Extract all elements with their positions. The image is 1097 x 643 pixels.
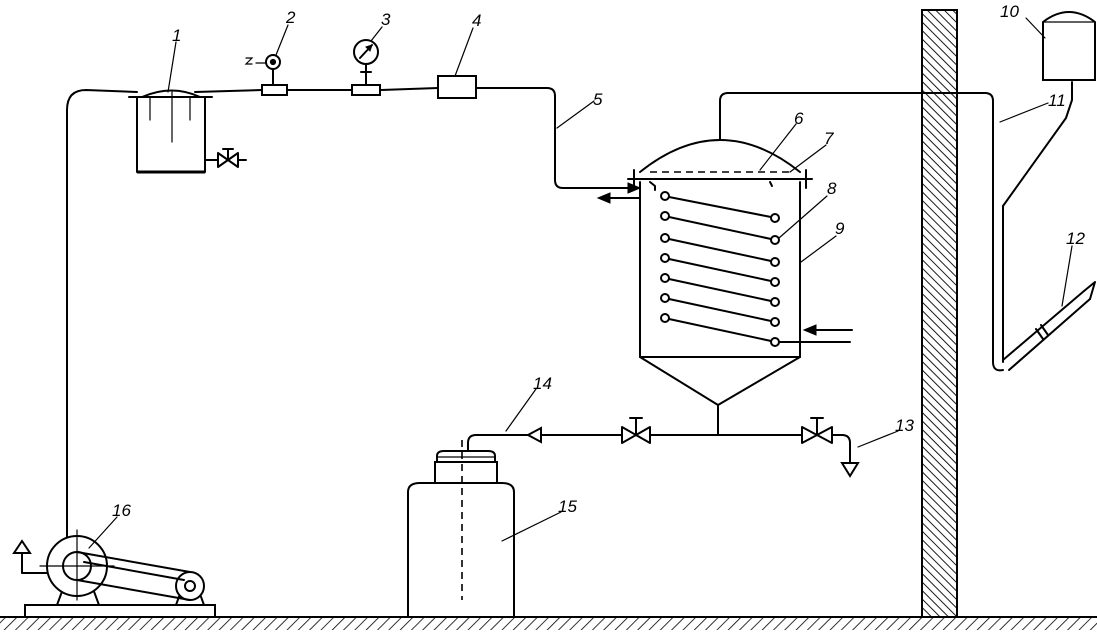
label-12: 12: [1066, 229, 1085, 248]
label-5: 5: [593, 90, 603, 109]
pipe-11: [719, 81, 1073, 372]
label-13: 13: [895, 416, 914, 435]
label-2: 2: [285, 8, 296, 27]
vessel-1: [128, 89, 247, 174]
label-4: 4: [472, 11, 481, 30]
leader-lines: [88, 17, 1073, 549]
top-supply-line: [194, 87, 439, 93]
drain-13: [840, 462, 860, 478]
label-3: 3: [381, 10, 391, 29]
regulator-2: [244, 54, 288, 96]
pipe-5: [475, 87, 642, 204]
labels: 1 2 3 4 5 6 7 8 9 10 11 12 13 14 15 16: [112, 2, 1085, 520]
label-7: 7: [824, 129, 834, 148]
label-8: 8: [827, 179, 837, 198]
main-vessel: [627, 139, 813, 436]
label-6: 6: [794, 109, 804, 128]
label-11: 11: [1048, 91, 1066, 110]
label-9: 9: [835, 219, 845, 238]
floor: [0, 616, 1097, 630]
label-10: 10: [1000, 2, 1019, 21]
return-pipe: [66, 89, 138, 539]
heating-coil-8: [660, 191, 853, 347]
wall: [921, 9, 958, 618]
tank-10: [1042, 11, 1096, 81]
thermometer-12: [1002, 281, 1096, 371]
pressure-gauge-3: [351, 39, 381, 96]
unit-4: [437, 75, 477, 99]
milk-can-15: [407, 440, 515, 618]
label-16: 16: [112, 501, 131, 520]
label-14: 14: [533, 374, 552, 393]
label-1: 1: [172, 26, 181, 45]
pump-16: [12, 529, 216, 618]
discharge-line-14: [467, 417, 851, 464]
label-15: 15: [558, 497, 577, 516]
